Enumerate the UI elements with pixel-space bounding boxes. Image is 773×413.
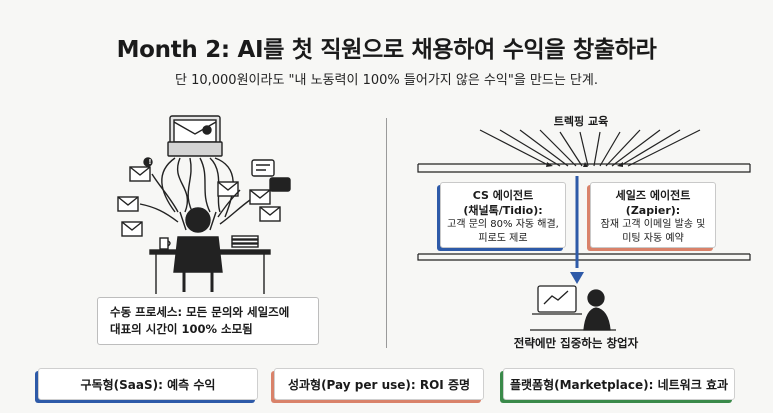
sales-agent-title: 세일즈 에이전트 [615,189,691,202]
sales-agent-card: 세일즈 에이전트 (Zapier): 잠재 고객 이메일 발송 및 미팅 자동 … [590,182,716,248]
sales-agent-desc-2: 미팅 자동 예약 [622,233,684,244]
stressed-founder-illustration [117,115,291,294]
envelope-icon [217,181,239,197]
coffee-mug-icon [159,237,171,250]
notification-badge [202,125,212,135]
laptop-icon [532,285,582,315]
page-title: Month 2: AI를 첫 직원으로 채용하여 수익을 창출하라 [116,37,657,63]
manual-process-callout: 수동 프로세스: 모든 문의와 세일즈에 대표의 시간이 100% 소모됨 [97,297,319,345]
chat-bubble-icon [251,159,275,177]
arrow-head [570,272,584,284]
center-divider [386,118,387,348]
envelope-icon [121,221,143,237]
sales-agent-desc-1: 잠재 고객 이메일 발송 및 [600,219,706,230]
footer-pill-pay-per-use: 성과형(Pay per use): ROI 증명 [274,368,484,400]
chat-bubble-icon [269,177,291,192]
desk-icon [149,249,271,294]
founder-laptop-illustration [530,285,616,331]
envelope-icon [117,196,139,212]
inbox-tray-icon [167,115,223,157]
training-label: 트렉핑 교육 [553,115,609,128]
training-arrows [417,129,751,268]
callout-line-1: 수동 프로세스: 모든 문의와 세일즈에 [110,305,290,319]
cs-agent-card: CS 에이전트 (채널톡/Tidio): 고객 문의 80% 자동 해결, 피로… [440,182,566,248]
cs-agent-desc-2: 피로도 제로 [478,233,528,244]
footer-pill-label: 구독형(SaaS): 예측 수익 [80,377,216,392]
footer-pill-label: 플랫폼형(Marketplace): 네트워크 효과 [509,377,729,392]
notification-badge-text: ! [148,158,152,166]
founder-label: 전략에만 집중하는 창업자 [513,336,639,350]
cs-agent-subtitle: (채널톡/Tidio): [463,204,543,217]
footer-pill-marketplace: 플랫폼형(Marketplace): 네트워크 효과 [503,368,735,400]
envelope-icon [249,189,271,205]
person-icon [583,289,611,331]
callout-line-2: 대표의 시간이 100% 소모됨 [110,322,253,336]
footer-pill-label: 성과형(Pay per use): ROI 증명 [287,377,471,392]
sales-agent-subtitle: (Zapier): [625,204,681,217]
cs-agent-title: CS 에이전트 [472,189,534,202]
page-subtitle: 단 10,000원이라도 "내 노동력이 100% 들어가지 않은 수익"을 만… [175,73,598,88]
cs-agent-desc-1: 고객 문의 80% 자동 해결, [447,219,559,230]
envelope-icon [259,206,281,222]
footer-pill-subscription: 구독형(SaaS): 예측 수익 [38,368,258,400]
envelope-icon [129,166,151,182]
